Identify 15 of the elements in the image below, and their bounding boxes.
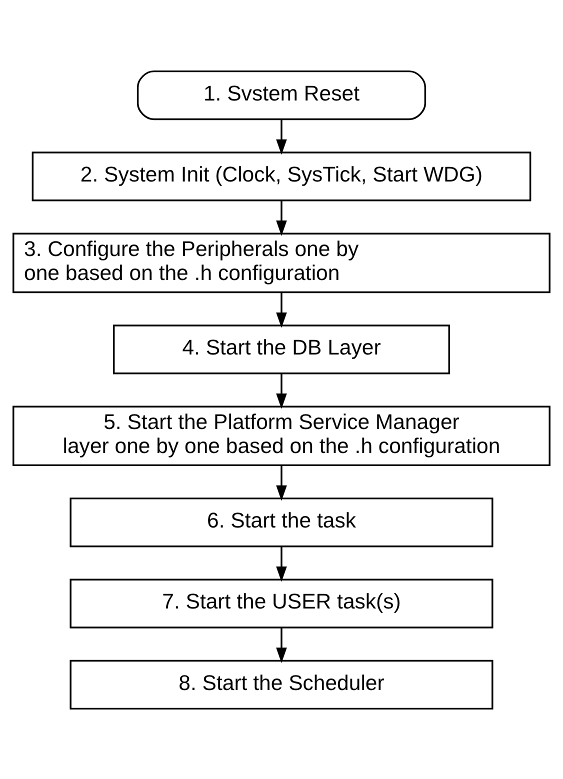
node-box: 7. Start the USER task(s) [70,578,494,628]
node-box: 1. Svstem Reset [136,70,426,120]
arrow [276,200,287,236]
node-box: 5. Start the Platform Service Manager layer one by one based on the .h configuration [12,405,550,466]
node-box: 6. Start the task [70,497,494,547]
arrow [276,118,287,154]
node-box: 2. System Init (Clock, SysTick, Start WDG) [32,151,532,201]
arrow [276,465,287,500]
arrow [276,373,287,408]
node-box: 8. Start the Scheduler [70,659,494,710]
arrow [276,292,287,328]
node-box: 4. Start the DB Layer [112,324,450,374]
arrow [276,627,287,663]
node-box: 3. Configure the Peripherals one by one based on the .h configuration [12,232,550,293]
arrow [276,546,287,582]
